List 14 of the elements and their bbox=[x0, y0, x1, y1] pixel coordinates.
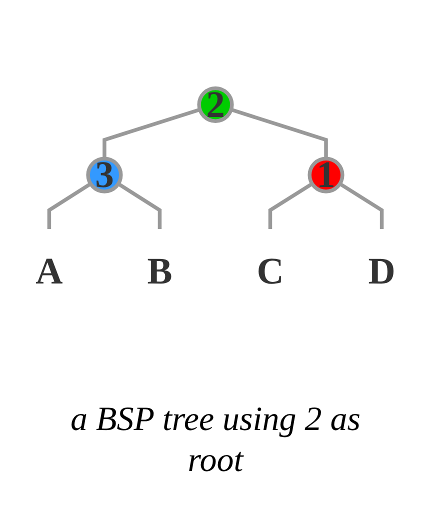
node-text: A bbox=[36, 250, 63, 292]
caption: a BSP tree using 2 as root bbox=[70, 400, 362, 481]
node-circle: 3 bbox=[86, 156, 123, 194]
connector bbox=[230, 108, 328, 159]
connector bbox=[47, 182, 92, 229]
connector bbox=[102, 108, 200, 159]
connector bbox=[338, 182, 384, 229]
node-text: B bbox=[147, 250, 172, 292]
node-text: D bbox=[368, 250, 396, 292]
connector bbox=[268, 182, 314, 229]
node-circle: 1 bbox=[308, 156, 344, 194]
node-circle: 2 bbox=[197, 86, 234, 123]
connector bbox=[117, 182, 162, 229]
node-text: C bbox=[256, 250, 284, 292]
